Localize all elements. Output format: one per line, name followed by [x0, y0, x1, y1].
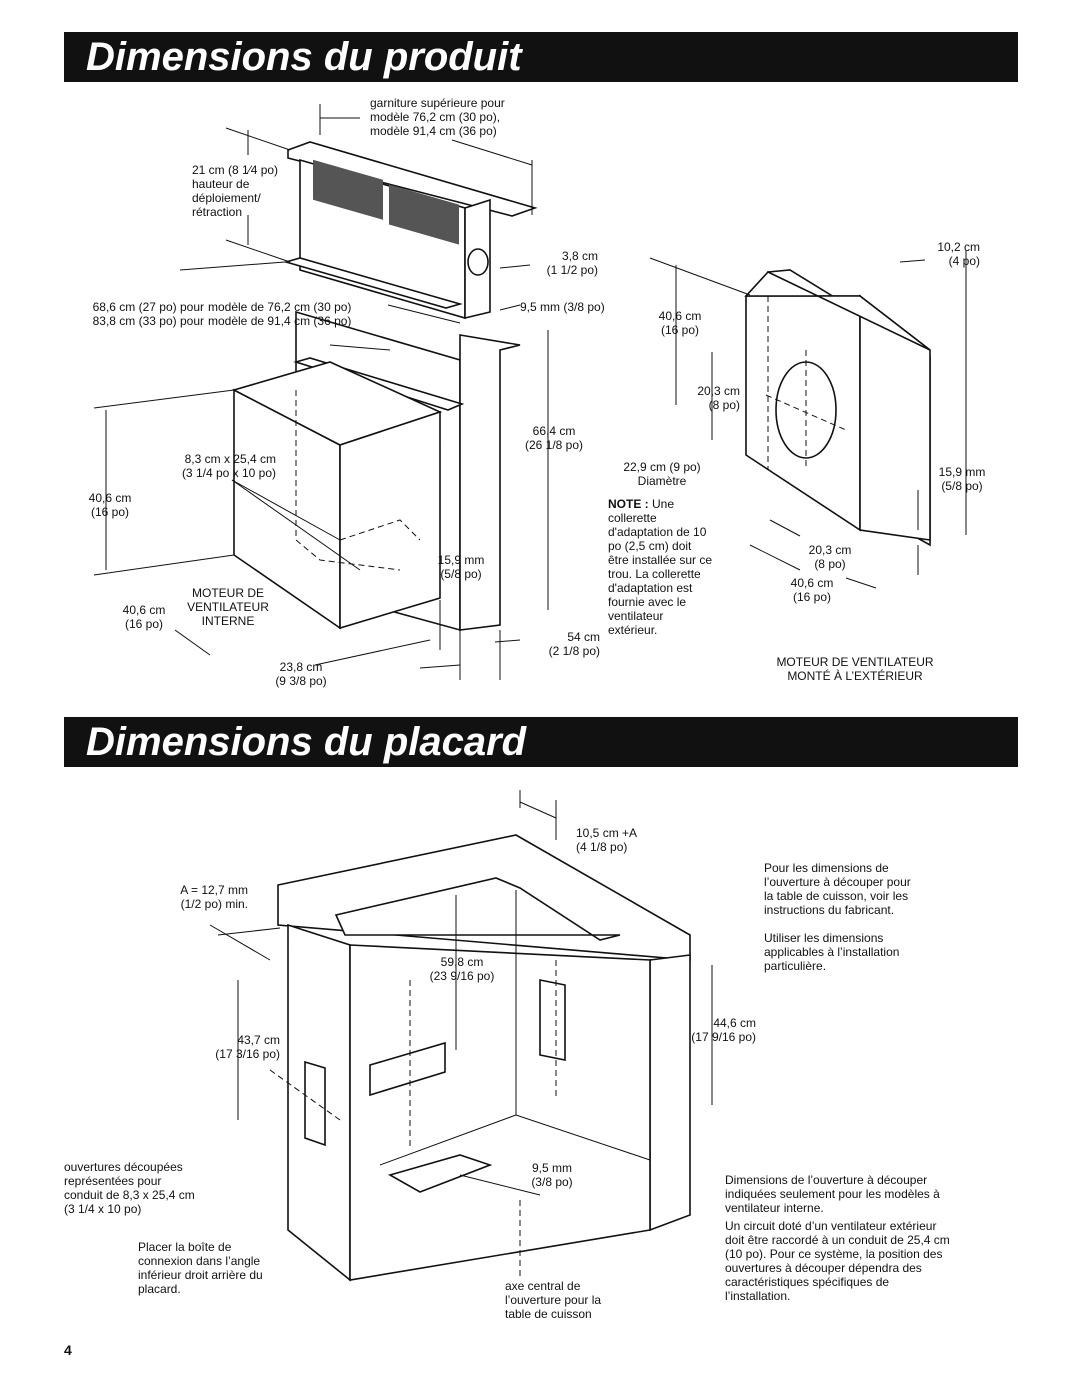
label-duct-size: 8,3 cm x 25,4 cm (3 1/4 po x 10 po)	[181, 452, 276, 480]
section-title-product-dimensions: Dimensions du produit	[64, 32, 1018, 82]
label-height-40-6: 40,6 cm (16 po)	[88, 491, 132, 519]
label-a-min: A = 12,7 mm (1/2 po) min.	[180, 883, 248, 911]
cutout-dims-note: Pour les dimensions de l’ouverture à déc…	[764, 861, 911, 917]
apply-dims-note: Utiliser les dimensions applicables à l’…	[764, 931, 900, 973]
label-43-7: 43,7 cm (17 3/16 po)	[215, 1033, 280, 1061]
label-diameter: 22,9 cm (9 po) Diamètre	[623, 460, 701, 488]
label-23-8: 23,8 cm (9 3/8 po)	[275, 660, 327, 688]
label-54cm: 54 cm (2 1/8 po)	[548, 630, 600, 658]
label-59-8: 59,8 cm (23 9/16 po)	[429, 955, 495, 983]
centerline-note: axe central de l’ouverture pour la table…	[505, 1279, 602, 1321]
label-9-5-cabinet: 9,5 mm (3/8 po)	[531, 1161, 573, 1189]
label-20-3-h: 20,3 cm (8 po)	[808, 543, 852, 571]
junction-box-note: Placer la boîte de connexion dans l’angl…	[138, 1240, 263, 1296]
label-15-9mm-product: 15,9 mm (5/8 po)	[437, 553, 485, 581]
label-port-size: 3,8 cm (1 1/2 po)	[546, 249, 598, 277]
page-number: 4	[64, 1342, 72, 1358]
note-label: NOTE :	[608, 497, 649, 511]
label-10-5: 10,5 cm +A (4 1/8 po)	[576, 826, 638, 854]
internal-only-note: Dimensions de l’ouverture à découper ind…	[725, 1173, 940, 1215]
cutouts-note: ouvertures découpées représentées pour c…	[64, 1160, 195, 1216]
label-40-6-h: 40,6 cm (16 po)	[658, 309, 702, 337]
label-top-trim: garniture supérieure pour modèle 76,2 cm…	[370, 96, 505, 138]
note-text: Une collerette d'adaptation de 10 po (2,…	[608, 497, 713, 637]
section-title-cabinet-dimensions: Dimensions du placard	[64, 717, 1018, 767]
label-10-2: 10,2 cm (4 po)	[937, 240, 980, 268]
external-circuit-note: Un circuit doté d’un ventilateur extérie…	[725, 1219, 950, 1303]
label-40-6-w: 40,6 cm (16 po)	[790, 576, 834, 604]
label-width-a: 68,6 cm (27 po) pour 83,8 cm (33 po) pou…	[92, 300, 204, 328]
label-20-3-v: 20,3 cm (8 po)	[697, 384, 740, 412]
label-motor-internal: MOTEUR DE VENTILATEUR INTERNE	[187, 586, 269, 628]
label-15-9-external: 15,9 mm (5/8 po)	[938, 465, 986, 493]
label-stroke-height: 21 cm (8 1⁄4 po) hauteur de déploiement/…	[192, 163, 279, 219]
external-note: NOTE : Une collerette d'adaptation de 10…	[608, 497, 712, 637]
label-width-b: modèle de 76,2 cm (30 po) modèle de 91,4…	[208, 300, 352, 328]
label-height-66-4: 66,4 cm (26 1/8 po)	[524, 424, 584, 452]
label-44-6: 44,6 cm (17 9/16 po)	[691, 1016, 756, 1044]
external-motor-caption: MOTEUR DE VENTILATEUR MONTÉ À L’EXTÉRIEU…	[776, 655, 934, 683]
label-depth-40-6: 40,6 cm (16 po)	[122, 603, 166, 631]
label-9-5mm: 9,5 mm (3/8 po)	[520, 300, 605, 314]
